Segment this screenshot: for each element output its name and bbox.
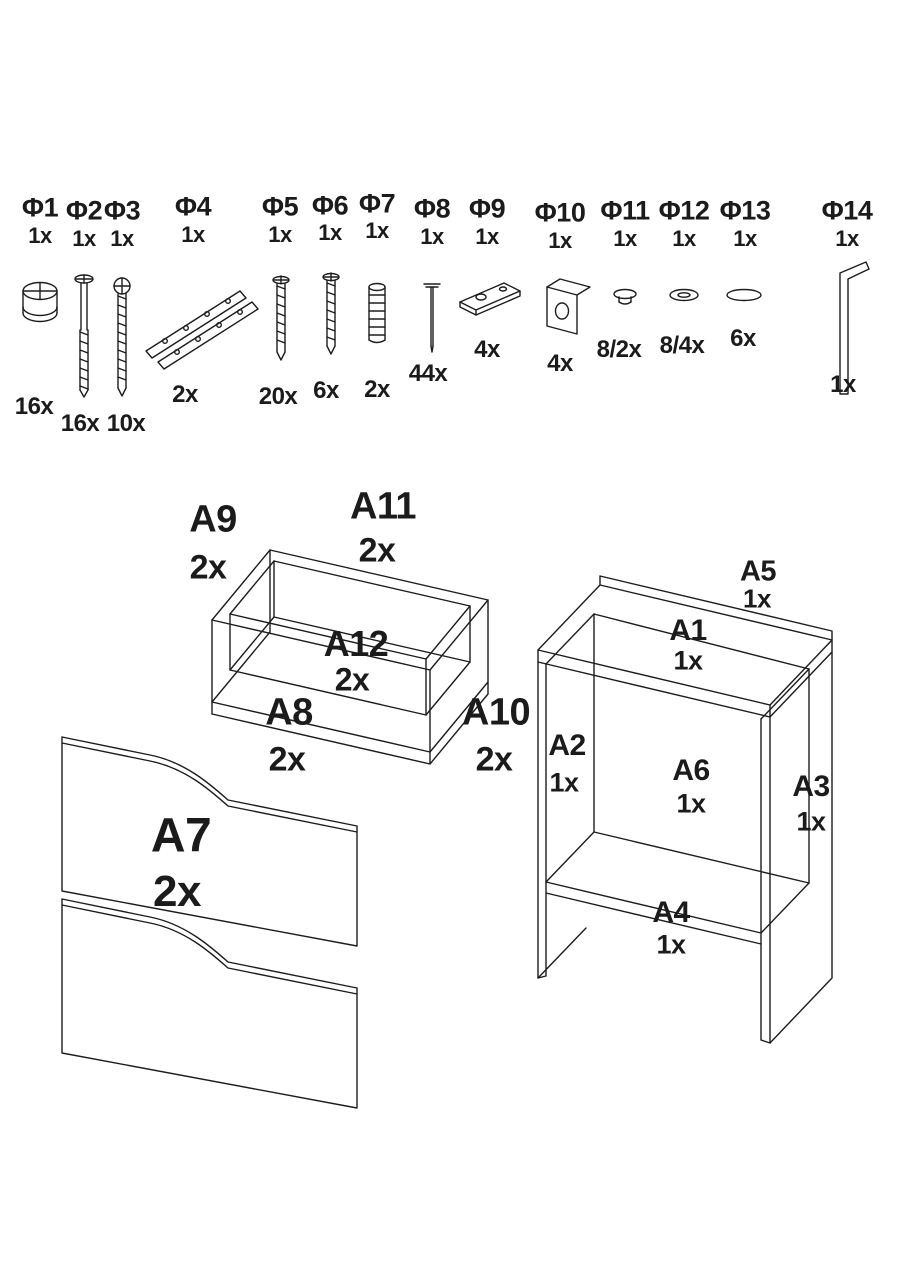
part-qty-each-phi5: 1x	[268, 222, 292, 247]
part-label-phi7: Φ7	[358, 188, 396, 219]
panel-label-a10: A10	[461, 691, 531, 734]
flat-bracket-icon	[459, 282, 521, 316]
part-label-phi12: Φ12	[658, 195, 710, 226]
part-qty-each-phi4: 1x	[181, 222, 205, 247]
part-qty-each-phi14: 1x	[835, 226, 859, 251]
corner-bracket-icon	[546, 278, 591, 335]
panel-label-a12: A12	[323, 623, 389, 664]
panel-label-a7: A7	[150, 809, 212, 863]
part-qty-each-phi9: 1x	[475, 224, 499, 249]
drawer-slides-icon	[145, 290, 259, 370]
allen-key-icon	[839, 261, 870, 395]
long-screw-icon	[113, 277, 131, 397]
cover-cap-icon	[669, 288, 699, 302]
part-label-phi6: Φ6	[311, 190, 349, 221]
cabinet-drawing	[537, 575, 833, 1044]
panel-label-a1: A1	[669, 614, 707, 647]
panel-count-a5: 1x	[743, 583, 771, 614]
panel-count-a1: 1x	[673, 645, 703, 676]
part-count-phi9: 4x	[474, 336, 500, 363]
dowel-icon	[368, 282, 386, 344]
panel-label-a6: A6	[672, 754, 710, 787]
panel-label-a11: A11	[349, 485, 417, 528]
part-label-phi14: Φ14	[821, 195, 873, 226]
part-count-phi14: 1x	[830, 371, 856, 398]
panel-count-a11: 2x	[358, 531, 396, 570]
part-label-phi11: Φ11	[600, 195, 650, 226]
small-cover-cap-icon	[613, 288, 637, 305]
panel-count-a12: 2x	[334, 661, 370, 698]
part-qty-each-phi8: 1x	[420, 224, 444, 249]
part-qty-each-phi11: 1x	[613, 226, 637, 251]
panel-count-a6: 1x	[676, 788, 706, 819]
panel-label-a3: A3	[792, 770, 830, 803]
panel-label-a5: A5	[739, 555, 777, 588]
panel-count-a3: 1x	[796, 806, 826, 837]
part-count-phi5: 20x	[258, 383, 298, 410]
wood-screw-icon	[272, 275, 290, 361]
part-count-phi8: 44x	[408, 360, 448, 387]
panel-count-a7: 2x	[153, 867, 201, 916]
panel-label-a2: A2	[548, 729, 586, 762]
part-qty-each-phi7: 1x	[365, 218, 389, 243]
panel-count-a10: 2x	[475, 740, 513, 779]
oval-cover-cap-icon	[726, 288, 762, 302]
part-label-phi10: Φ10	[534, 197, 586, 228]
part-qty-each-phi13: 1x	[733, 226, 757, 251]
short-screw-icon	[322, 272, 340, 355]
part-qty-each-phi12: 1x	[672, 226, 696, 251]
part-qty-each-phi3: 1x	[110, 226, 134, 251]
part-qty-each-phi1: 1x	[28, 223, 52, 248]
part-count-phi4: 2x	[172, 381, 198, 408]
part-count-phi6: 6x	[313, 377, 339, 404]
part-label-phi3: Φ3	[103, 195, 141, 226]
drawer-box-drawing	[211, 549, 489, 765]
part-count-phi12: 8/4x	[659, 332, 705, 359]
part-count-phi1: 16x	[14, 393, 54, 420]
part-count-phi10: 4x	[547, 350, 573, 377]
part-label-phi2: Φ2	[65, 195, 103, 226]
part-count-phi11: 8/2x	[596, 336, 642, 363]
part-label-phi13: Φ13	[719, 195, 771, 226]
part-label-phi1: Φ1	[21, 192, 59, 223]
part-qty-each-phi10: 1x	[548, 228, 572, 253]
panel-count-a8: 2x	[268, 740, 306, 779]
panel-label-a4: A4	[652, 896, 690, 929]
panel-count-a4: 1x	[656, 929, 686, 960]
part-label-phi9: Φ9	[468, 193, 506, 224]
panel-label-a8: A8	[265, 691, 313, 734]
panel-count-a2: 1x	[549, 767, 579, 798]
part-count-phi3: 10x	[106, 410, 146, 437]
part-count-phi2: 16x	[60, 410, 100, 437]
panel-label-a9: A9	[189, 498, 237, 541]
nail-icon	[423, 283, 441, 353]
part-qty-each-phi2: 1x	[72, 226, 96, 251]
part-label-phi5: Φ5	[261, 191, 299, 222]
part-label-phi4: Φ4	[174, 191, 212, 222]
part-label-phi8: Φ8	[413, 193, 451, 224]
part-count-phi13: 6x	[730, 325, 756, 352]
drawer-front-panels-drawing	[61, 736, 358, 1109]
part-qty-each-phi6: 1x	[318, 220, 342, 245]
connector-bolt-icon	[74, 274, 94, 398]
part-count-phi7: 2x	[364, 376, 390, 403]
panel-count-a9: 2x	[189, 548, 227, 587]
cam-lock-icon	[22, 281, 58, 323]
